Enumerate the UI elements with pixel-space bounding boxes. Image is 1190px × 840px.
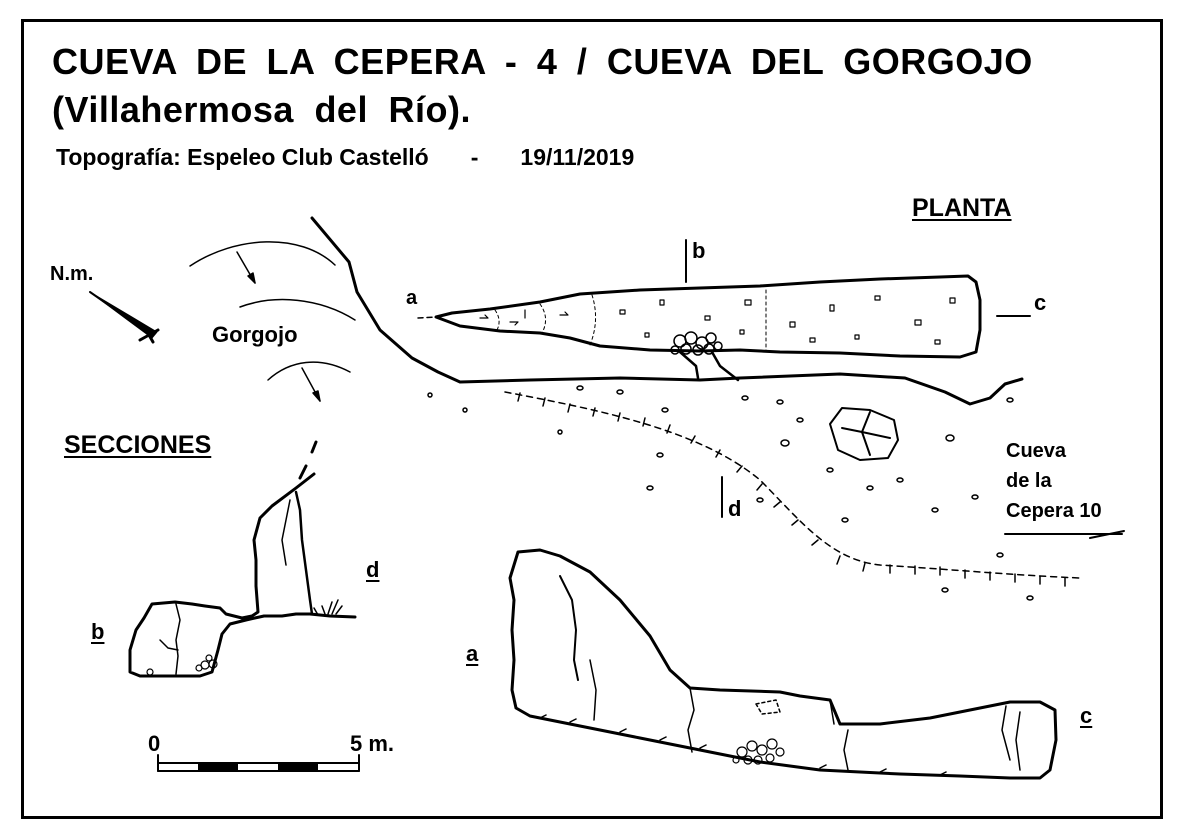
section-label-b: b [91,619,105,644]
map-title-line1: CUEVA DE LA CEPERA - 4 / CUEVA DEL GORGO… [52,41,1033,82]
neighbor-cave-line1: Cueva [1006,440,1067,462]
section-cut-marks [685,239,1125,539]
downslope-arrow-icon [236,251,321,402]
scale-bar [157,754,360,772]
north-arrow-icon [89,291,160,344]
section-label-a: a [466,641,479,666]
section-label-c: c [1080,703,1093,728]
plan-mark-b: b [692,238,706,263]
credits-separator: - [470,144,479,170]
plan-mark-a: a [406,287,418,309]
slope-hachure [504,391,1081,587]
scree-pebbles [427,385,1034,601]
plan-heading: PLANTA [912,194,1012,222]
map-frame [21,19,1163,819]
scale-start-label: 0 [148,731,161,756]
survey-date: 19/11/2019 [520,144,635,170]
plan-mark-c: c [1034,290,1047,315]
long-section-ac [508,548,1058,780]
cross-section-bd [128,472,357,678]
neighbor-cave-line2: de la [1006,470,1052,492]
section-label-d: d [366,557,380,582]
plan-cave-outline [417,274,982,382]
plan-mark-d: d [728,496,742,521]
slope-contours [189,241,356,381]
map-title-line2: (Villahermosa del Río). [52,89,471,130]
sections-heading: SECCIONES [64,431,212,459]
survey-team: Topografía: Espeleo Club Castelló [56,144,429,170]
plan-boulder-pile [670,331,723,356]
plan-large-boulder [829,407,899,461]
plan-rock-fill [479,295,956,345]
survey-credits: Topografía: Espeleo Club Castelló - 19/11/… [56,146,634,169]
cliff-edge [298,216,1024,480]
gorgojo-label: Gorgojo [212,322,298,347]
scale-end-label: 5 m. [350,731,395,756]
north-label: N.m. [50,263,94,285]
neighbor-cave-line3: Cepera 10 [1006,500,1102,522]
